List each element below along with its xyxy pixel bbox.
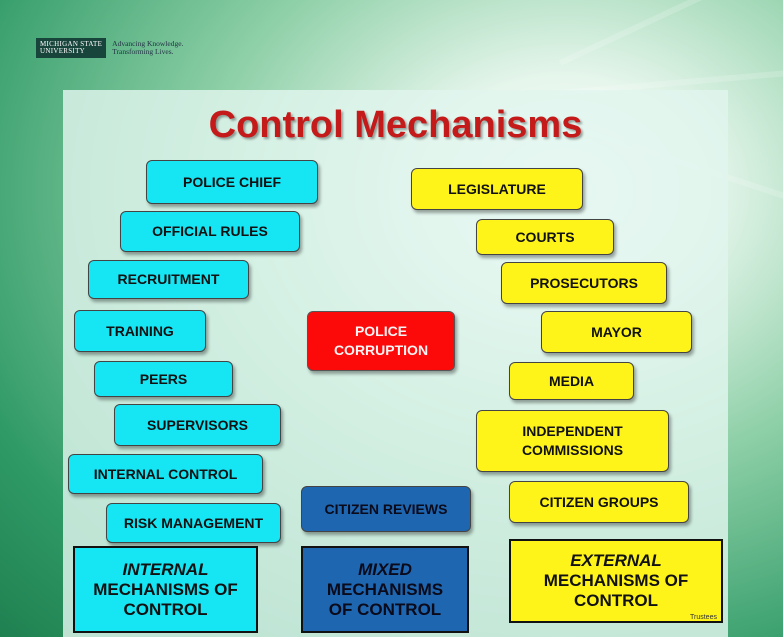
box-independent-commissions: INDEPENDENT COMMISSIONS — [476, 410, 669, 472]
category-internal-word: INTERNAL — [122, 559, 209, 579]
box-police-chief: POLICE CHIEF — [146, 160, 318, 204]
box-peers: PEERS — [94, 361, 233, 397]
box-police-corruption: POLICE CORRUPTION — [307, 311, 455, 371]
box-official-rules: OFFICIAL RULES — [120, 211, 300, 252]
box-training: TRAINING — [74, 310, 206, 352]
logo-line1: MICHIGAN STATE — [40, 40, 103, 48]
box-legislature: LEGISLATURE — [411, 168, 583, 210]
category-external-rest: MECHANISMS OF CONTROL — [543, 571, 689, 610]
slide-title: Control Mechanisms — [208, 104, 583, 146]
category-mixed: MIXED MECHANISMS OF CONTROL — [301, 546, 469, 633]
category-mixed-word: MIXED — [358, 559, 412, 579]
footer-text: Trustees — [690, 614, 717, 621]
box-media: MEDIA — [509, 362, 634, 400]
box-recruitment: RECRUITMENT — [88, 260, 249, 299]
box-citizen-groups: CITIZEN GROUPS — [509, 481, 689, 523]
box-citizen-reviews: CITIZEN REVIEWS — [301, 486, 471, 532]
category-external: EXTERNAL MECHANISMS OF CONTROL — [509, 539, 723, 623]
msu-logo: MICHIGAN STATE UNIVERSITY Advancing Know… — [36, 38, 183, 58]
logo-line2: UNIVERSITY — [40, 47, 85, 55]
box-internal-control: INTERNAL CONTROL — [68, 454, 263, 494]
tagline-line1: Advancing Knowledge. — [112, 39, 184, 48]
tagline-line2: Transforming Lives. — [112, 47, 174, 56]
box-courts: COURTS — [476, 219, 614, 255]
box-mayor: MAYOR — [541, 311, 692, 353]
box-risk-management: RISK MANAGEMENT — [106, 503, 281, 543]
box-supervisors: SUPERVISORS — [114, 404, 281, 446]
category-internal: INTERNAL MECHANISMS OF CONTROL — [73, 546, 258, 633]
msu-wordmark: MICHIGAN STATE UNIVERSITY — [36, 38, 107, 58]
light-ray — [558, 0, 783, 66]
category-external-word: EXTERNAL — [570, 551, 662, 570]
logo-tagline: Advancing Knowledge. Transforming Lives. — [112, 40, 183, 56]
box-prosecutors: PROSECUTORS — [501, 262, 667, 304]
category-mixed-rest: MECHANISMS OF CONTROL — [326, 579, 444, 619]
category-internal-rest: MECHANISMS OF CONTROL — [93, 579, 238, 619]
